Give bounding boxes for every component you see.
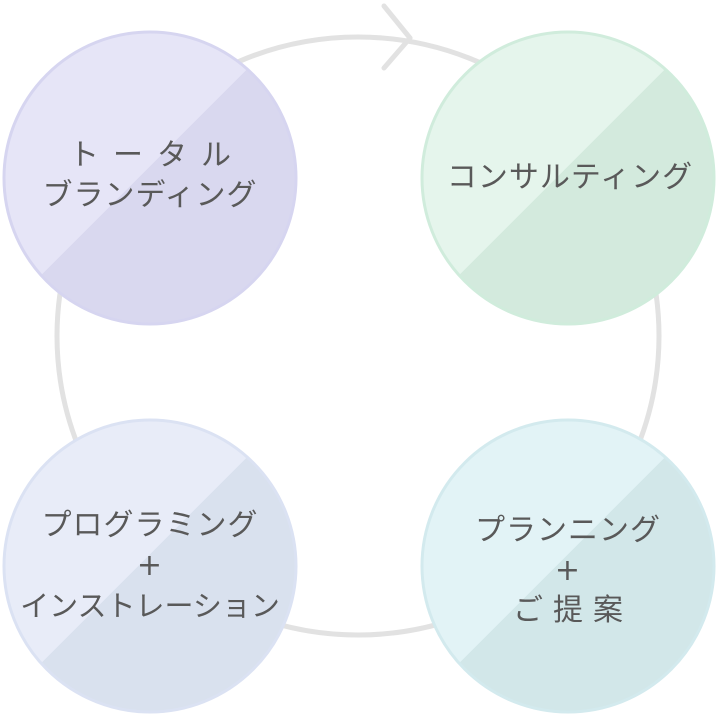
cycle-ring	[54, 34, 662, 638]
node-circle-programming	[2, 418, 298, 714]
node-circle-branding	[2, 30, 298, 326]
node-circle-consulting	[420, 30, 716, 326]
cycle-arrowhead-icon	[381, 3, 413, 71]
node-circle-planning	[420, 418, 716, 714]
